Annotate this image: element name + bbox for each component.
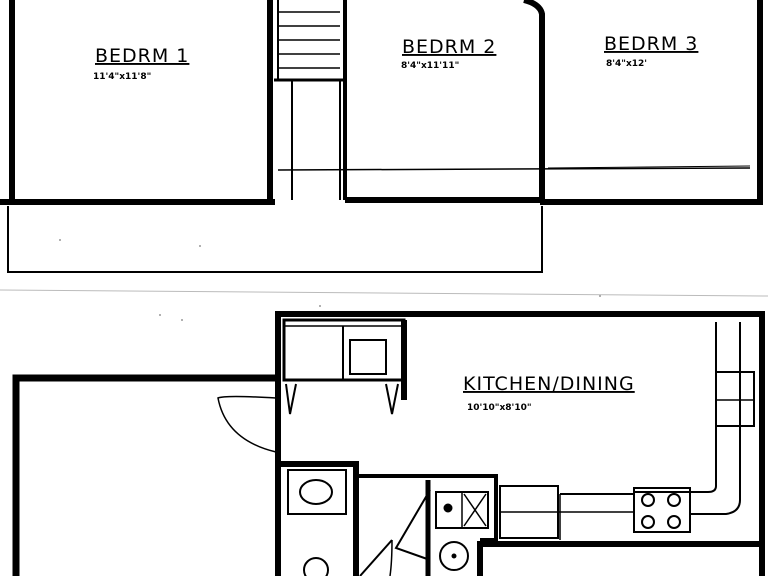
water-heater-center <box>451 553 457 559</box>
fridge-icon <box>715 371 755 427</box>
closet-door-left <box>285 383 297 415</box>
partition-bedrm2-bedrm3 <box>523 0 545 202</box>
upper-exterior-wall <box>0 0 275 205</box>
lower-exterior-top <box>275 311 765 576</box>
burner-3 <box>641 515 655 529</box>
hall-line-3 <box>277 167 751 171</box>
upper-exterior-wall-right <box>345 0 763 205</box>
entry-door-swing <box>217 395 277 453</box>
scan-noise <box>59 239 601 321</box>
bedrm1-dims: 11'4"x11'8" <box>93 72 151 82</box>
kitchen-dining-dims: 10'10"x8'10" <box>467 403 532 413</box>
counter-outer-curve <box>690 499 741 515</box>
stair-treads <box>274 0 345 82</box>
lower-floor <box>12 239 765 576</box>
upper-floor <box>0 0 768 297</box>
bedrm3-dims: 8'4"x12' <box>606 59 647 69</box>
interior-wall-bottom <box>477 541 762 576</box>
vanity-icon <box>287 469 347 515</box>
upper-balcony-outline <box>7 206 543 273</box>
burner-1 <box>641 493 655 507</box>
floor-separator <box>0 289 768 297</box>
living-room-wall <box>12 374 276 576</box>
closet-door-right <box>385 383 399 415</box>
furnace-x-2 <box>463 493 487 527</box>
bedrm1-label: BEDRM 1 <box>95 45 189 67</box>
bedrm2-label: BEDRM 2 <box>402 36 496 58</box>
furnace-dot <box>443 503 453 513</box>
bathroom-wall <box>280 461 359 576</box>
bath-door-swing <box>359 539 393 576</box>
utility-closet-wall <box>358 474 498 542</box>
washer-icon <box>349 339 387 375</box>
dishwasher-icon <box>499 485 559 539</box>
bedrm2-dims: 8'4"x11'11" <box>401 61 459 71</box>
stove-icon <box>633 487 691 533</box>
water-heater-icon <box>439 541 469 571</box>
sink-icon <box>299 479 333 505</box>
toilet-icon <box>303 557 329 576</box>
kitchen-dining-label: KITCHEN/DINING <box>463 373 635 395</box>
bath-door-arc <box>389 539 393 576</box>
utility-diagonal-door <box>394 489 431 561</box>
kitchen-counter-right <box>634 322 717 493</box>
burner-2 <box>667 493 681 507</box>
bedrm3-thin-line <box>547 165 751 169</box>
bedrm3-label: BEDRM 3 <box>604 33 698 55</box>
burner-4 <box>667 515 681 529</box>
